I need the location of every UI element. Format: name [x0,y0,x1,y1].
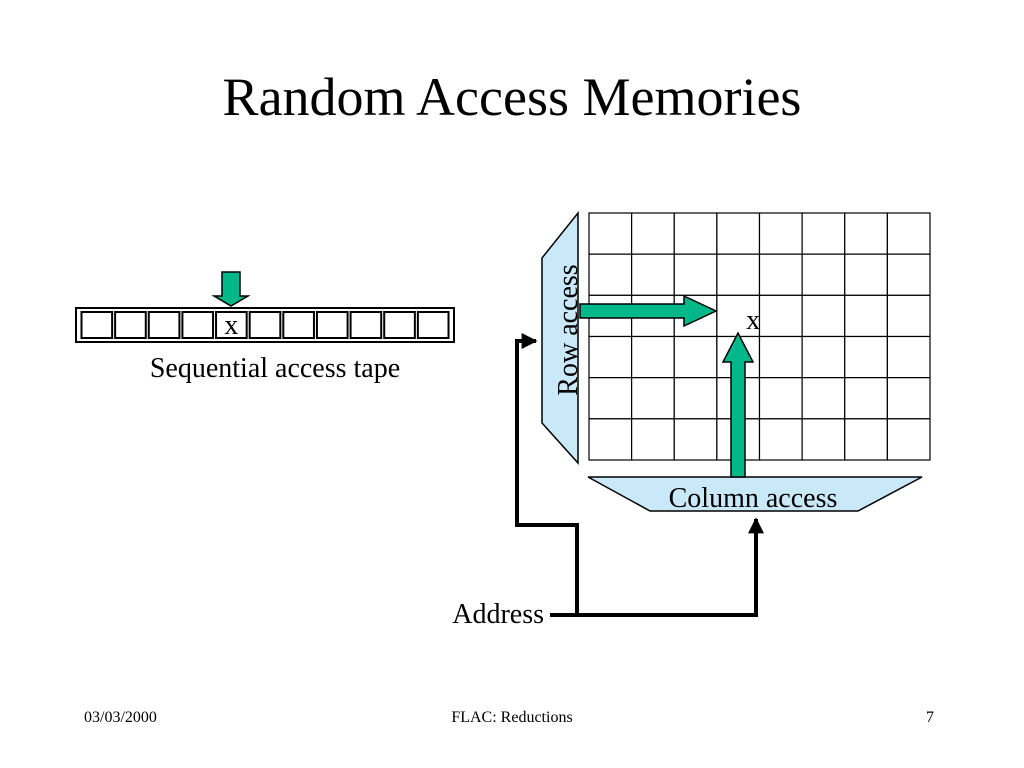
memory-cell [673,212,718,255]
memory-cell [588,377,633,420]
memory-marker: x [746,305,760,336]
memory-cell [844,335,888,379]
memory-cell [588,212,633,255]
row-access-arrow [579,294,718,328]
memory-cell [801,294,846,338]
tape-cell [147,311,181,339]
tape-marker: x [224,310,238,341]
slide-title: Random Access Memories [222,67,802,127]
memory-cell [758,418,803,461]
memory-cell [801,253,846,296]
row-access-decoder [541,210,579,465]
tape-cell [416,311,450,339]
memory-cell [886,377,931,420]
memory-cell [844,212,888,255]
sequential-tape: x [75,307,455,343]
memory-cell [673,335,718,379]
memory-cell [588,418,633,461]
address-line-to-row [515,333,579,617]
memory-cell [801,212,846,255]
tape-cell [315,311,349,339]
memory-cell [886,335,931,379]
memory-cell [844,294,888,338]
memory-cell [758,253,803,296]
memory-cell [673,377,718,420]
footer-page-number: 7 [926,709,934,726]
address-line-to-column [577,517,764,617]
address-label: Address [452,599,544,630]
memory-cell [886,212,931,255]
memory-cell [844,418,888,461]
memory-cell [631,253,675,296]
tape-cell [215,311,248,339]
tape-label: Sequential access tape [149,353,401,384]
memory-grid: x [588,212,931,461]
memory-cell [844,253,888,296]
memory-cell [631,418,675,461]
tape-cell [114,311,147,339]
tape-cell [349,311,383,339]
memory-cell [886,418,931,461]
memory-cell [673,253,718,296]
tape-cell [282,311,315,339]
memory-cell [844,377,888,420]
tape-head-arrow [211,271,251,307]
memory-cell [886,294,931,338]
memory-cell [801,335,846,379]
row-access-label: Row access [553,264,584,395]
tape-cell [181,311,215,339]
footer-date: 03/03/2000 [84,709,157,726]
column-access-arrow [721,331,755,478]
memory-cell [801,418,846,461]
column-access-label: Column access [669,483,838,514]
tape-cell [80,311,114,339]
memory-cell [631,335,675,379]
memory-cell [758,377,803,420]
tape-cell [383,311,416,339]
tape-cell [248,311,282,339]
memory-cell [588,335,633,379]
memory-cell [716,212,761,255]
memory-cell [673,418,718,461]
memory-cell [588,253,633,296]
memory-cell [631,377,675,420]
memory-cell [758,335,803,379]
memory-cell [631,212,675,255]
memory-cell [886,253,931,296]
column-access-decoder [587,476,923,512]
memory-cell [801,377,846,420]
memory-cell [758,212,803,255]
memory-cell [758,294,803,338]
footer-title: FLAC: Reductions [451,709,573,726]
memory-cell [716,253,761,296]
